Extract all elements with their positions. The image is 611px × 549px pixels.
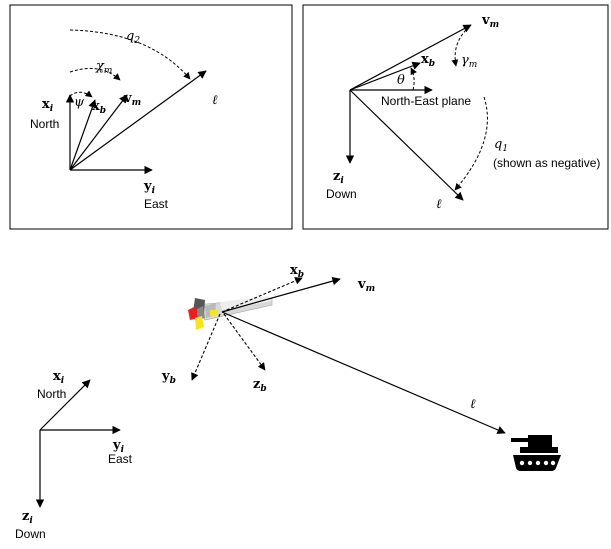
v-m-vector xyxy=(349,24,472,91)
tank-icon xyxy=(511,435,561,471)
panel-top-right-frame xyxy=(302,4,609,230)
down-label: Down xyxy=(15,527,46,541)
x-b-label: xb xyxy=(290,263,304,280)
ell-label: ℓ xyxy=(212,93,218,108)
v-m-vector xyxy=(221,276,341,313)
ne-plane-label: North-East plane xyxy=(381,94,471,108)
ell-label: ℓ xyxy=(470,397,476,412)
ell-label: ℓ xyxy=(436,197,442,212)
panel-top-left: xi North yi East xb vm ψ χm q2 ℓ xyxy=(9,4,293,230)
q2-label: q2 xyxy=(126,29,140,46)
q1-label: q1 xyxy=(494,137,508,154)
q1-arc xyxy=(454,96,488,191)
z-i-label: zi xyxy=(22,509,33,526)
y-b-vector xyxy=(191,313,221,381)
x-i-label: xi xyxy=(42,97,54,114)
q2-arc xyxy=(69,29,191,80)
x-b-vector xyxy=(349,61,421,91)
gamma-arc xyxy=(451,29,467,67)
psi-arc xyxy=(69,90,93,98)
chi-m-label: χm xyxy=(95,59,112,76)
x-i-label: xi xyxy=(53,369,65,386)
los-vector xyxy=(221,311,506,434)
v-m-label: vm xyxy=(357,277,375,294)
panel-top-left-frame xyxy=(9,4,293,230)
q1-note: (shown as negative) xyxy=(493,156,600,170)
v-m-vector xyxy=(69,94,128,171)
north-label: North xyxy=(37,387,66,401)
x-b-vector xyxy=(69,99,97,171)
down-label: Down xyxy=(326,187,357,201)
y-b-label: yb xyxy=(161,369,176,386)
y-i-label: yi xyxy=(112,438,125,455)
y-i-label: yi xyxy=(143,179,156,196)
v-m-label: vm xyxy=(123,91,141,108)
north-label: North xyxy=(30,117,59,131)
x-i-axis xyxy=(39,379,91,431)
chi-arc xyxy=(69,67,121,81)
z-b-label: zb xyxy=(253,377,267,394)
east-label: East xyxy=(144,197,169,211)
east-label: East xyxy=(108,452,133,466)
x-b-label: xb xyxy=(92,99,106,116)
theta-arc xyxy=(410,67,417,91)
psi-label: ψ xyxy=(74,95,85,110)
los-vector xyxy=(349,89,464,201)
z-b-vector xyxy=(223,313,266,371)
panel-top-right: zi Down North-East plane vm xb θ γm q1 (… xyxy=(302,4,609,230)
los-vector xyxy=(69,70,207,171)
x-b-label: xb xyxy=(421,52,435,69)
v-m-label: vm xyxy=(481,13,499,30)
bottom-3d-view: xi North yi East zi Down xb vm yb zb ℓ xyxy=(15,263,561,541)
theta-label: θ xyxy=(397,73,405,88)
gamma-m-label: γm xyxy=(461,53,477,70)
x-b-vector xyxy=(221,277,303,313)
z-i-label: zi xyxy=(333,169,344,186)
